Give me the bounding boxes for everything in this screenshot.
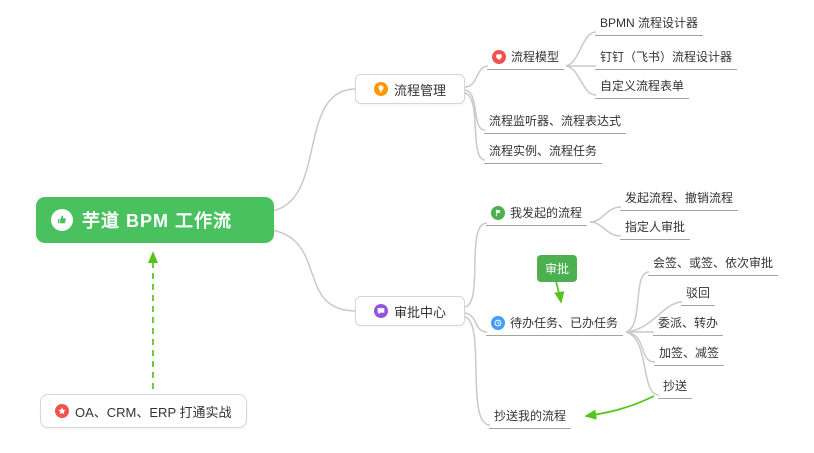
node-my-initiated[interactable]: 我发起的流程 xyxy=(486,202,588,226)
oa-note-label: OA、CRM、ERP 打通实战 xyxy=(75,404,232,420)
reject-label: 驳回 xyxy=(686,286,711,300)
node-listener-expression[interactable]: 流程监听器、流程表达式 xyxy=(484,110,627,134)
approval-badge[interactable]: 审批 xyxy=(537,255,578,282)
node-assignee-approval[interactable]: 指定人审批 xyxy=(620,216,691,240)
chat-icon xyxy=(373,304,388,318)
process-model-label: 流程模型 xyxy=(511,50,560,64)
clock-icon xyxy=(491,315,505,330)
node-dingtalk-designer[interactable]: 钉钉（飞书）流程设计器 xyxy=(595,46,738,70)
node-process-management[interactable]: 流程管理 xyxy=(355,74,465,104)
my-initiated-label: 我发起的流程 xyxy=(510,206,583,220)
node-process-model[interactable]: 流程模型 xyxy=(487,46,565,70)
heart-icon xyxy=(492,49,506,64)
node-bpmn-designer[interactable]: BPMN 流程设计器 xyxy=(595,12,704,36)
node-countersign[interactable]: 会签、或签、依次审批 xyxy=(648,252,779,276)
cc-my-process-label: 抄送我的流程 xyxy=(494,409,567,423)
node-custom-form[interactable]: 自定义流程表单 xyxy=(595,75,690,99)
process-management-label: 流程管理 xyxy=(393,82,446,98)
approval-badge-label: 审批 xyxy=(545,262,570,276)
assignee-approval-label: 指定人审批 xyxy=(625,220,686,234)
node-cc[interactable]: 抄送 xyxy=(658,375,693,399)
dingtalk-designer-label: 钉钉（飞书）流程设计器 xyxy=(600,50,733,64)
todo-done-label: 待办任务、已办任务 xyxy=(510,316,619,330)
node-initiate-cancel[interactable]: 发起流程、撤销流程 xyxy=(620,187,739,211)
flag-icon xyxy=(491,205,505,220)
root-node[interactable]: 芋道 BPM 工作流 xyxy=(36,197,274,243)
listener-expression-label: 流程监听器、流程表达式 xyxy=(489,114,622,128)
node-reject[interactable]: 驳回 xyxy=(681,282,716,306)
node-add-remove-sign[interactable]: 加签、减签 xyxy=(654,342,725,366)
arrow-approval-to-todo xyxy=(554,280,565,304)
arrow-cc-to-cc-my-process xyxy=(584,395,655,420)
node-todo-done[interactable]: 待办任务、已办任务 xyxy=(486,312,624,336)
node-delegate-transfer[interactable]: 委派、转办 xyxy=(653,312,724,336)
node-approval-center[interactable]: 审批中心 xyxy=(355,296,465,326)
cc-label: 抄送 xyxy=(663,379,688,393)
custom-form-label: 自定义流程表单 xyxy=(600,79,685,93)
node-cc-my-process[interactable]: 抄送我的流程 xyxy=(489,405,572,429)
node-instance-task[interactable]: 流程实例、流程任务 xyxy=(484,140,603,164)
countersign-label: 会签、或签、依次审批 xyxy=(653,256,774,270)
instance-task-label: 流程实例、流程任务 xyxy=(489,144,598,158)
approval-center-label: 审批中心 xyxy=(393,304,446,320)
star-icon xyxy=(55,404,69,418)
lightbulb-icon xyxy=(373,82,388,96)
bpmn-designer-label: BPMN 流程设计器 xyxy=(600,16,699,30)
initiate-cancel-label: 发起流程、撤销流程 xyxy=(625,191,734,205)
thumbs-up-icon xyxy=(51,209,73,231)
delegate-transfer-label: 委派、转办 xyxy=(658,316,719,330)
add-remove-sign-label: 加签、减签 xyxy=(659,346,720,360)
root-label: 芋道 BPM 工作流 xyxy=(82,211,233,231)
node-oa-note[interactable]: OA、CRM、ERP 打通实战 xyxy=(40,394,247,428)
